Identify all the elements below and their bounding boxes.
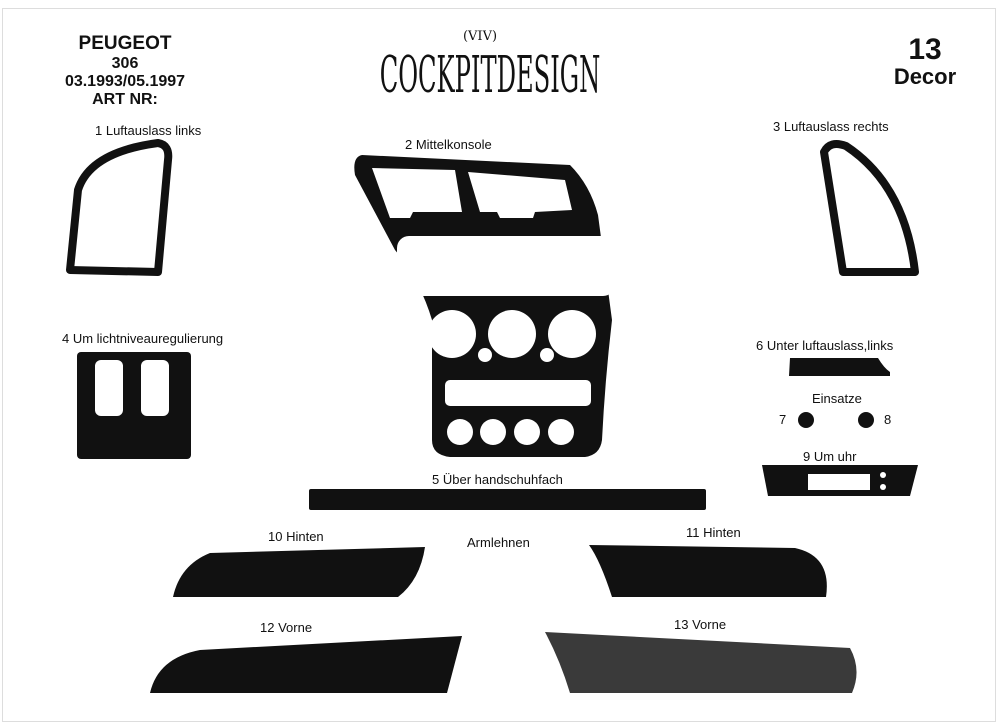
label-armlehnen: Armlehnen [467,535,530,550]
part-8-insert [858,412,874,428]
label-part-12: 12 Vorne [260,620,313,635]
part-1-vent-left [66,139,173,276]
label-part-10: 10 Hinten [268,529,324,544]
part-4-headlight-level-switch [77,352,191,459]
article-number: ART NR: [92,91,158,108]
label-part-11: 11 Hinten [686,525,741,540]
piece-type: Decor [893,64,957,89]
label-part-6: 6 Unter luftauslass,links [756,338,894,353]
label-einsatze: Einsatze [812,391,862,406]
label-part-1: 1 Luftauslass links [95,123,202,138]
label-part-9: 9 Um uhr [803,449,857,464]
part-13-armrest-front-right [545,632,857,693]
label-part-7: 7 [779,412,787,427]
part-10-armrest-rear-left [173,547,425,597]
svg-text:(VIV): (VIV) [463,29,497,44]
model: 306 [111,55,139,72]
label-part-13: 13 Vorne [674,617,727,632]
label-part-3: 3 Luftauslass rechts [773,119,889,134]
cockpitdesign-logo: COCKPITDESIGN (VIV) [380,29,601,105]
production-years: 03.1993/05.1997 [64,73,186,90]
label-part-2: 2 Mittelkonsole [405,137,492,152]
part-3-vent-right [820,140,919,276]
label-part-4: 4 Um lichtniveauregulierung [62,331,224,346]
brand: PEUGEOT [78,33,172,54]
part-6-under-vent-strip [789,358,890,376]
svg-text:COCKPITDESIGN: COCKPITDESIGN [380,46,601,105]
piece-count: 13 [908,33,942,66]
part-9-clock-surround [762,465,918,496]
label-part-5: 5 Über handschuhfach [432,472,563,487]
page-frame [2,8,996,722]
part-11-armrest-rear-right [589,545,827,597]
part-2-center-console [354,155,615,457]
part-5-glovebox-strip [309,489,706,510]
part-7-insert [798,412,814,428]
part-12-armrest-front-left [150,636,462,693]
label-part-8: 8 [884,412,892,427]
